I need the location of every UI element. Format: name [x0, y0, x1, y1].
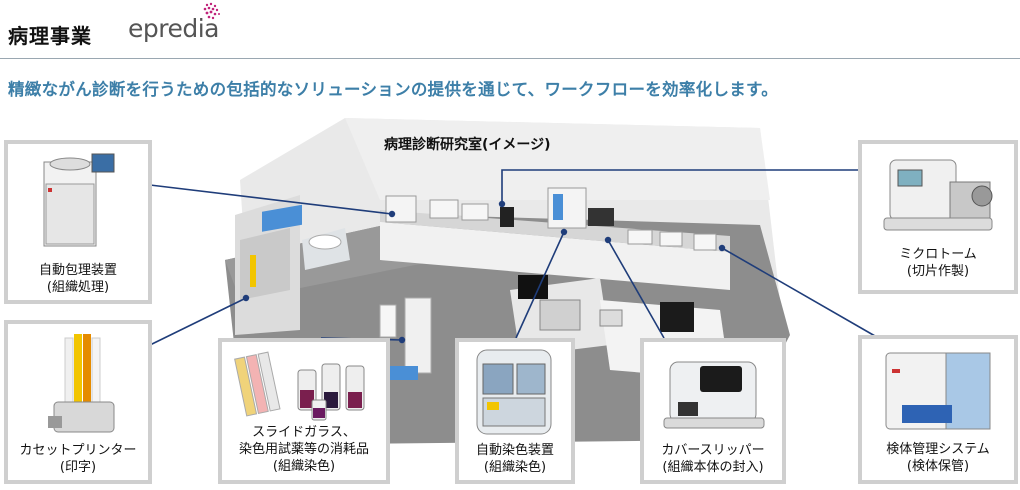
section-title: 病理事業 — [8, 24, 92, 48]
counter-instrument-3 — [693, 233, 717, 251]
specimen-system-label-line1: 検体管理システム — [886, 442, 990, 457]
consumables-label-line3: (組織染色) — [272, 459, 336, 474]
counter-instrument-1 — [385, 195, 417, 223]
microtome-label-line2: (切片作製) — [906, 264, 970, 279]
consumables-label-line1: スライドガラス、 — [252, 425, 356, 440]
product-card-stainer: 自動染色装置 (組織染色) — [455, 338, 575, 484]
cassette-printer-image — [48, 334, 115, 433]
microtome-image — [883, 159, 993, 231]
cassette-printer-label-line2: (印字) — [59, 460, 97, 475]
tagline: 精緻ながん診断を行うための包括的なソリューションの提供を通じて、ワークフローを効… — [8, 80, 778, 99]
coverslipper-label-line1: カバースリッパー — [661, 443, 765, 458]
specimen-system-label-line2: (検体保管) — [906, 459, 970, 474]
stainer-image — [476, 349, 552, 435]
page-header: 病理事業 epredia — [0, 0, 1020, 58]
stainer-label-line2: (組織染色) — [483, 460, 547, 475]
coverslipper-label-line2: (組織本体の封入) — [662, 460, 764, 475]
coverslipper-image — [663, 361, 765, 429]
product-card-tissue-processor: 自動包理装置 (組織処理) — [4, 140, 152, 304]
connector-coverslipper — [607, 239, 665, 339]
brand-logo: epredia — [128, 14, 220, 43]
connector-cassette-printer — [149, 297, 247, 346]
product-card-specimen-system: 検体管理システム (検体保管) — [858, 335, 1018, 484]
microtome-label-line1: ミクロトーム — [899, 247, 977, 262]
specimen-system-image — [885, 352, 991, 430]
tissue-processor-label-line2: (組織処理) — [46, 280, 110, 295]
header-divider — [0, 58, 1020, 59]
brand-logo-dots — [203, 2, 220, 20]
cassette-printer-label-line1: カセットプリンター — [19, 443, 137, 458]
lab-bottle — [379, 304, 397, 338]
consumables-image — [234, 351, 365, 421]
product-card-consumables: スライドガラス、 染色用試薬等の消耗品 (組織染色) — [218, 338, 390, 484]
lab-title: 病理診断研究室(イメージ) — [384, 137, 551, 153]
consumables-label-line2: 染色用試薬等の消耗品 — [238, 442, 369, 457]
connector-microtome — [501, 169, 858, 204]
connector-tissue-processor — [149, 184, 393, 215]
tissue-processor-image — [43, 153, 115, 247]
stainer-label-line1: 自動染色装置 — [475, 443, 554, 458]
product-card-microtome: ミクロトーム (切片作製) — [858, 140, 1018, 294]
product-card-cassette-printer: カセットプリンター (印字) — [4, 320, 152, 484]
tissue-processor-label-line1: 自動包理装置 — [38, 263, 117, 278]
connector-stainer — [515, 231, 565, 339]
connector-specimen-system — [721, 247, 876, 337]
product-card-coverslipper: カバースリッパー (組織本体の封入) — [640, 338, 786, 484]
